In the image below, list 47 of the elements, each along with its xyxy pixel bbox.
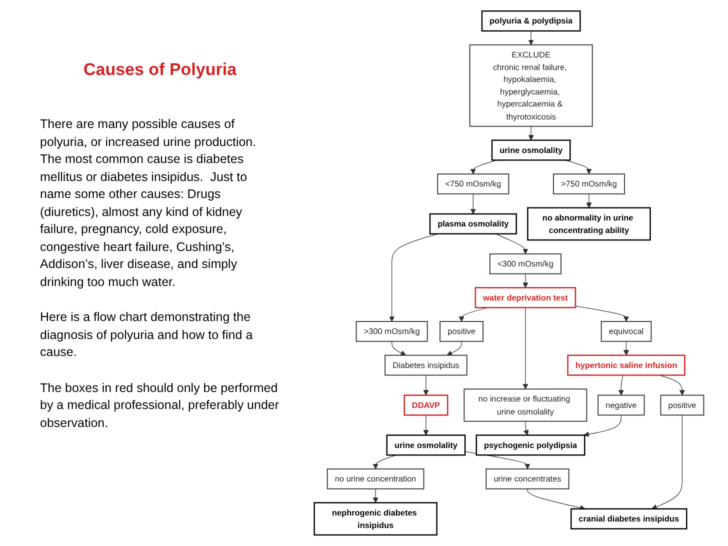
node-box: urine concentrates (486, 468, 570, 490)
node-box: positive (660, 394, 704, 416)
node-box: equivocal (600, 321, 652, 342)
arrow (522, 307, 528, 390)
node-box: no abnormality in urine concentrating ability (527, 207, 651, 241)
arrow (528, 126, 534, 140)
arrow (372, 488, 378, 503)
node-box: negative (598, 394, 645, 416)
arrow (586, 194, 592, 208)
arrow (618, 374, 624, 396)
node-box: polyuria & polydipsia (481, 10, 581, 32)
node-box: no increase or fluctuating urine osmolality (464, 388, 588, 422)
node-box: positive (440, 321, 484, 342)
arrow (623, 341, 630, 356)
node-box: Diabetes insipidus (384, 354, 468, 376)
node-box: >750 mOsm/kg (552, 174, 625, 194)
node-box: water deprivation test (474, 287, 576, 308)
arrow (584, 414, 622, 437)
node-box: DDAVP (404, 394, 448, 416)
node-box: cranial diabetes insipidus (570, 508, 688, 530)
arrow (652, 414, 683, 510)
slide-title: Causes of Polyuria (82, 60, 238, 80)
node-box: <300 mOsm/kg (489, 253, 562, 274)
arrow (446, 341, 462, 356)
node-box: plasma osmolality (429, 213, 517, 234)
paragraph: The boxes in red should only be performed by a medical professional, preferably under observation. (40, 380, 280, 432)
node-box: hypertonic saline infusion (567, 354, 686, 376)
node-box: EXCLUDE chronic renal failure, hypokalaemia, hyperglycaemia, hypercalcaemia & thyrotoxicosis (469, 44, 593, 127)
node-box: urine osmolality (491, 140, 571, 161)
paragraph: Here is a flow chart demonstrating the diagnosis of polyuria and how to find a cause. (40, 309, 254, 361)
arrow (423, 414, 429, 436)
arrow (392, 341, 406, 356)
node-box: urine osmolality (386, 434, 466, 456)
arrow (522, 273, 528, 288)
node-box: psychogenic polydipsia (476, 434, 586, 456)
node-box: nephrogenic diabetes insipidus (314, 502, 438, 536)
paragraph: There are many possible causes of polyuria, or increased urine production. The most common cause is diabetes mellitus or diabetes insipidus. Just to name some other causes: Drugs (diuretics), almost any kind of kidney failure, pregnancy, cold exposure, congestive heart failure, Cushing’s, Addison’s, liver disease, and simply drinking too much water. (40, 116, 258, 291)
arrow (423, 374, 429, 396)
arrow (527, 488, 586, 510)
node-box: no urine concentration (326, 468, 424, 490)
node-box: >300 mOsm/kg (356, 321, 428, 342)
arrow (495, 234, 528, 254)
arrow (523, 420, 529, 436)
arrow (470, 194, 476, 214)
node-box: <750 mOsm/kg (437, 174, 510, 194)
arrow (528, 30, 534, 46)
arrow (575, 306, 630, 322)
